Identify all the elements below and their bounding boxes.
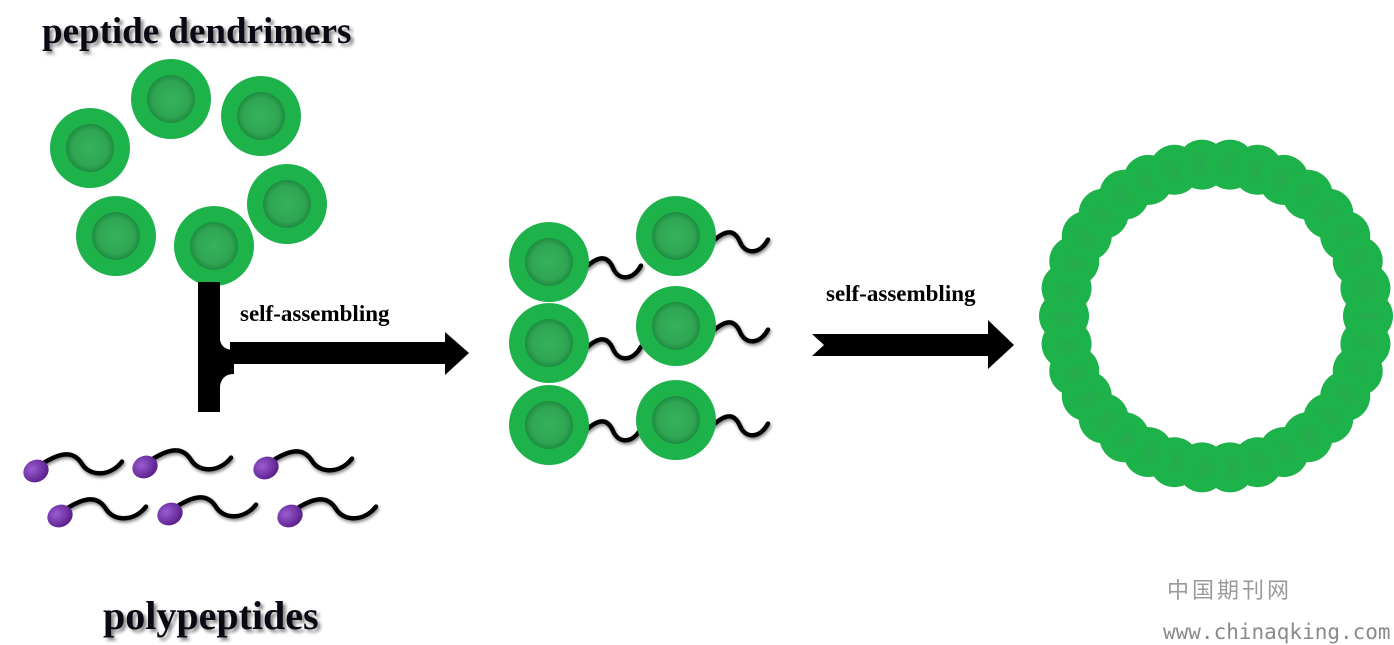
title-polypeptides: polypeptides bbox=[103, 593, 319, 638]
free-dendrimer-6 bbox=[174, 206, 254, 286]
self-assembling-arrow-2 bbox=[812, 320, 1014, 369]
assembled-amphiphiles bbox=[509, 196, 771, 465]
amphiphile-4 bbox=[636, 196, 771, 276]
free-polypeptides bbox=[23, 448, 379, 528]
polypeptide-3 bbox=[253, 449, 355, 480]
watermark-cn: 中国期刊网 bbox=[1167, 579, 1293, 604]
free-dendrimer-5 bbox=[76, 196, 156, 276]
polypeptide-2 bbox=[132, 448, 234, 479]
arrow-label-1: self-assembling bbox=[240, 301, 390, 326]
free-dendrimer-4 bbox=[247, 164, 327, 244]
amphiphile-5 bbox=[636, 286, 771, 366]
amphiphile-3 bbox=[509, 385, 644, 465]
merge-arrow bbox=[198, 282, 469, 412]
arrow-label-2: self-assembling bbox=[826, 281, 976, 306]
polypeptide-4 bbox=[47, 497, 149, 528]
vesicle-ring bbox=[1039, 139, 1393, 493]
free-dendrimers bbox=[50, 59, 327, 286]
polypeptide-5 bbox=[157, 495, 259, 526]
amphiphile-2 bbox=[509, 303, 644, 383]
free-dendrimer-1 bbox=[131, 59, 211, 139]
free-dendrimer-2 bbox=[221, 76, 301, 156]
vesicle-bead-34 bbox=[1340, 263, 1391, 314]
amphiphile-1 bbox=[509, 222, 644, 302]
free-dendrimer-3 bbox=[50, 108, 130, 188]
polypeptide-6 bbox=[277, 497, 379, 528]
polypeptide-1 bbox=[23, 452, 125, 483]
amphiphile-6 bbox=[636, 380, 771, 460]
watermark-url: www.chinaqking.com bbox=[1163, 620, 1391, 644]
title-peptide-dendrimers: peptide dendrimers bbox=[42, 11, 352, 52]
